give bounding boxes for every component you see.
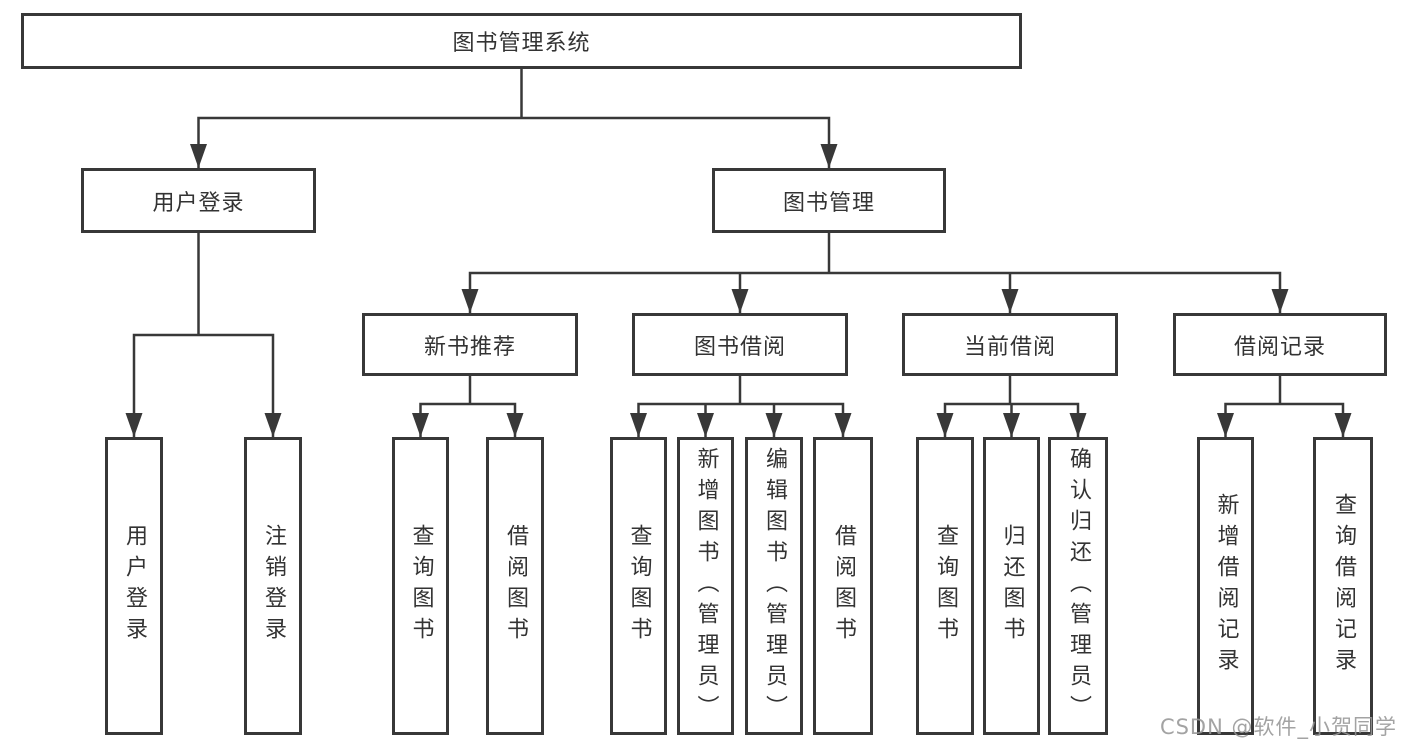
- arrowheads: [125, 144, 1352, 437]
- node-leaf-logout: 注销登录: [244, 437, 302, 735]
- node-leaf-borrow-book-2: 借阅图书: [813, 437, 873, 735]
- node-leaf-label: 注销登录: [261, 524, 286, 648]
- node-book-borrow: 图书借阅: [632, 313, 848, 376]
- node-book-management-label: 图书管理: [782, 190, 875, 216]
- arrowhead: [1334, 413, 1352, 437]
- connector-root-bar: [197, 116, 831, 168]
- node-new-book-recommend-label: 新书推荐: [423, 334, 516, 360]
- node-leaf-label: 查询图书: [626, 524, 652, 648]
- arrowhead: [936, 413, 954, 437]
- node-leaf-return-book: 归还图书: [983, 437, 1040, 735]
- node-leaf-label: 确认归还（管理员）: [1066, 446, 1091, 726]
- node-leaf-label: 新增图书（管理员）: [693, 446, 719, 726]
- arrowhead: [461, 289, 479, 313]
- arrowhead: [1271, 289, 1289, 313]
- node-leaf-query-borrow-record: 查询借阅记录: [1313, 437, 1373, 735]
- arrowhead: [820, 144, 838, 168]
- node-borrow-records-label: 借阅记录: [1233, 334, 1326, 360]
- node-root-label: 图书管理系统: [452, 31, 591, 56]
- connector-sec3-bar: [1224, 402, 1345, 437]
- connector-sec1-bar: [637, 402, 845, 437]
- node-leaf-label: 用户登录: [122, 524, 147, 648]
- node-borrow-records: 借阅记录: [1173, 313, 1387, 376]
- node-leaf-confirm-return-admin: 确认归还（管理员）: [1048, 437, 1108, 735]
- node-leaf-user-login: 用户登录: [105, 437, 163, 735]
- arrowhead: [412, 413, 429, 437]
- node-leaf-label: 借阅图书: [831, 524, 856, 648]
- node-leaf-query-book-3: 查询图书: [916, 437, 974, 735]
- connector-mgmt-bar: [468, 271, 1282, 313]
- node-book-management: 图书管理: [712, 168, 946, 233]
- node-leaf-label: 查询图书: [933, 524, 958, 648]
- arrowhead: [1217, 413, 1234, 437]
- arrowhead: [125, 413, 143, 437]
- node-leaf-add-book-admin: 新增图书（管理员）: [677, 437, 734, 735]
- node-leaf-borrow-book-1: 借阅图书: [486, 437, 544, 735]
- node-user-login: 用户登录: [81, 168, 316, 233]
- arrowhead: [731, 289, 749, 313]
- arrowhead: [1001, 289, 1019, 313]
- node-leaf-label: 查询图书: [408, 524, 434, 648]
- node-leaf-add-borrow-record: 新增借阅记录: [1197, 437, 1254, 735]
- node-root: 图书管理系统: [21, 13, 1022, 69]
- node-new-book-recommend: 新书推荐: [362, 313, 578, 376]
- node-leaf-label: 查询借阅记录: [1331, 493, 1356, 679]
- arrowhead: [264, 413, 282, 437]
- node-leaf-label: 归还图书: [999, 524, 1025, 648]
- arrowhead: [630, 413, 647, 437]
- arrowhead: [765, 413, 783, 437]
- arrowhead: [506, 413, 524, 437]
- connector-sec0-bar: [419, 402, 517, 437]
- node-leaf-query-book-2: 查询图书: [610, 437, 667, 735]
- node-leaf-label: 新增借阅记录: [1213, 493, 1239, 679]
- node-leaf-query-book-1: 查询图书: [392, 437, 449, 735]
- arrowhead: [697, 413, 714, 437]
- node-leaf-label: 借阅图书: [503, 524, 528, 648]
- arrowhead: [834, 413, 852, 437]
- connector-login-bar: [132, 333, 275, 437]
- node-leaf-edit-book-admin: 编辑图书（管理员）: [745, 437, 803, 735]
- arrowhead: [1003, 413, 1020, 437]
- node-user-login-label: 用户登录: [152, 190, 245, 216]
- node-book-borrow-label: 图书借阅: [693, 334, 786, 360]
- node-current-borrow-label: 当前借阅: [963, 334, 1056, 360]
- csdn-watermark: CSDN @软件_小贺同学: [1159, 715, 1397, 739]
- arrowhead: [190, 144, 207, 168]
- node-leaf-label: 编辑图书（管理员）: [762, 446, 787, 726]
- node-current-borrow: 当前借阅: [902, 313, 1118, 376]
- arrowhead: [1069, 413, 1087, 437]
